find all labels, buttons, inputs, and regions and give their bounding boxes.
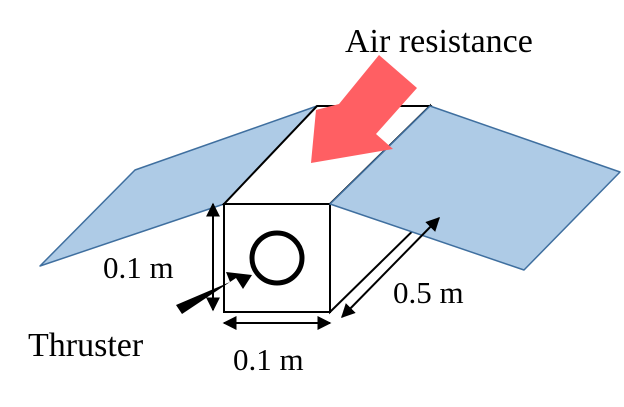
length-dimension-line <box>341 217 440 318</box>
width-label: 0.1 m <box>233 342 304 377</box>
thruster-label: Thruster <box>28 327 144 364</box>
body-front-face <box>223 203 331 313</box>
air-resistance-label: Air resistance <box>345 23 533 60</box>
right-solar-panel <box>329 105 621 271</box>
thruster-pointer-arrow <box>176 272 252 314</box>
length-label: 0.5 m <box>393 275 464 310</box>
air-resistance-arrow <box>311 55 417 163</box>
thruster-nozzle <box>249 230 305 286</box>
height-label: 0.1 m <box>103 250 174 285</box>
